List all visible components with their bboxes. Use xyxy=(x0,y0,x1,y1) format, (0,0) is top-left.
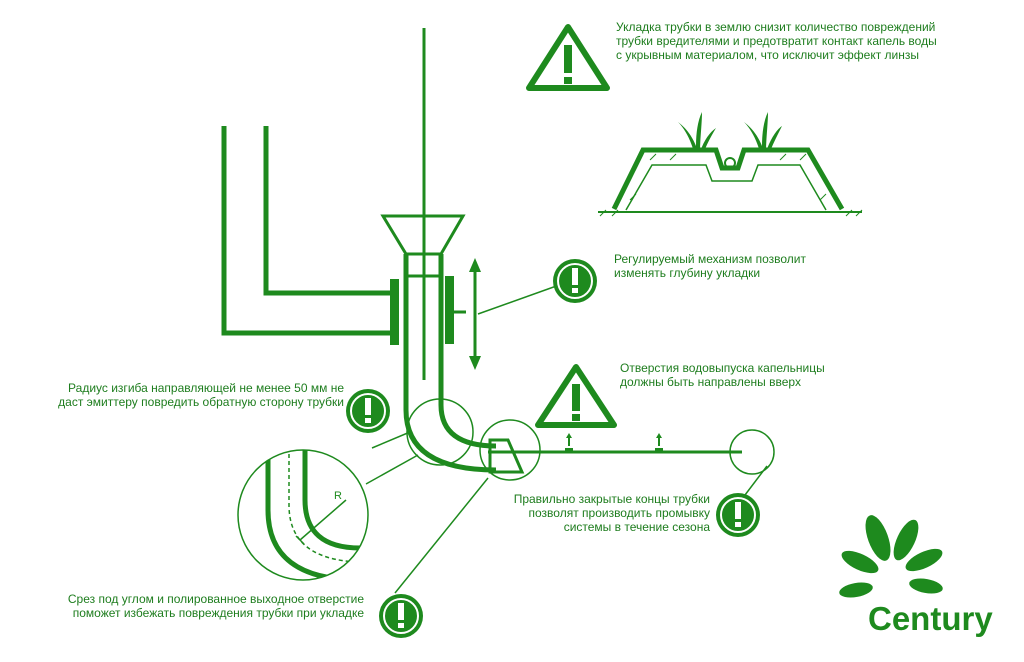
soil-cross-section xyxy=(598,147,863,217)
note-bend-radius: Радиус изгиба направляющей не менее 50 м… xyxy=(58,381,344,409)
note-soil-laying: Укладка трубки в землю снизит количество… xyxy=(616,20,937,62)
warning-triangle-icon xyxy=(526,24,610,91)
plant-icon xyxy=(744,112,782,152)
exclamation-circle-icon xyxy=(716,493,760,537)
guide-outlet-cut xyxy=(488,438,525,474)
exclamation-circle-icon xyxy=(379,594,423,638)
mount-plate xyxy=(390,279,399,345)
tool-frame xyxy=(221,126,392,336)
detail-bend xyxy=(265,450,361,580)
plant-icon xyxy=(678,112,716,152)
note-depth-mechanism: Регулируемый механизм позволит изменять … xyxy=(614,252,806,280)
radius-label: R xyxy=(334,490,342,502)
callout-tape-end xyxy=(729,429,775,475)
callout-outlet xyxy=(479,419,541,481)
exclamation-circle-icon xyxy=(553,259,597,303)
depth-adjuster xyxy=(445,276,454,344)
century-logo-text: Century xyxy=(868,600,993,637)
warning-triangle-icon xyxy=(535,364,617,428)
guide-tube xyxy=(403,254,497,473)
exclamation-circle-icon xyxy=(346,389,390,433)
callout-bend xyxy=(406,398,474,466)
century-logo-icon xyxy=(839,515,943,598)
note-outlets-up: Отверстия водовыпуска капельницы должны … xyxy=(620,361,825,389)
arrow-up-icon xyxy=(566,433,662,446)
note-angle-cut: Срез под углом и полированное выходное о… xyxy=(67,592,364,620)
note-closed-ends: Правильно закрытые концы трубки позволят… xyxy=(513,492,710,534)
depth-arrow-icon xyxy=(469,258,481,370)
